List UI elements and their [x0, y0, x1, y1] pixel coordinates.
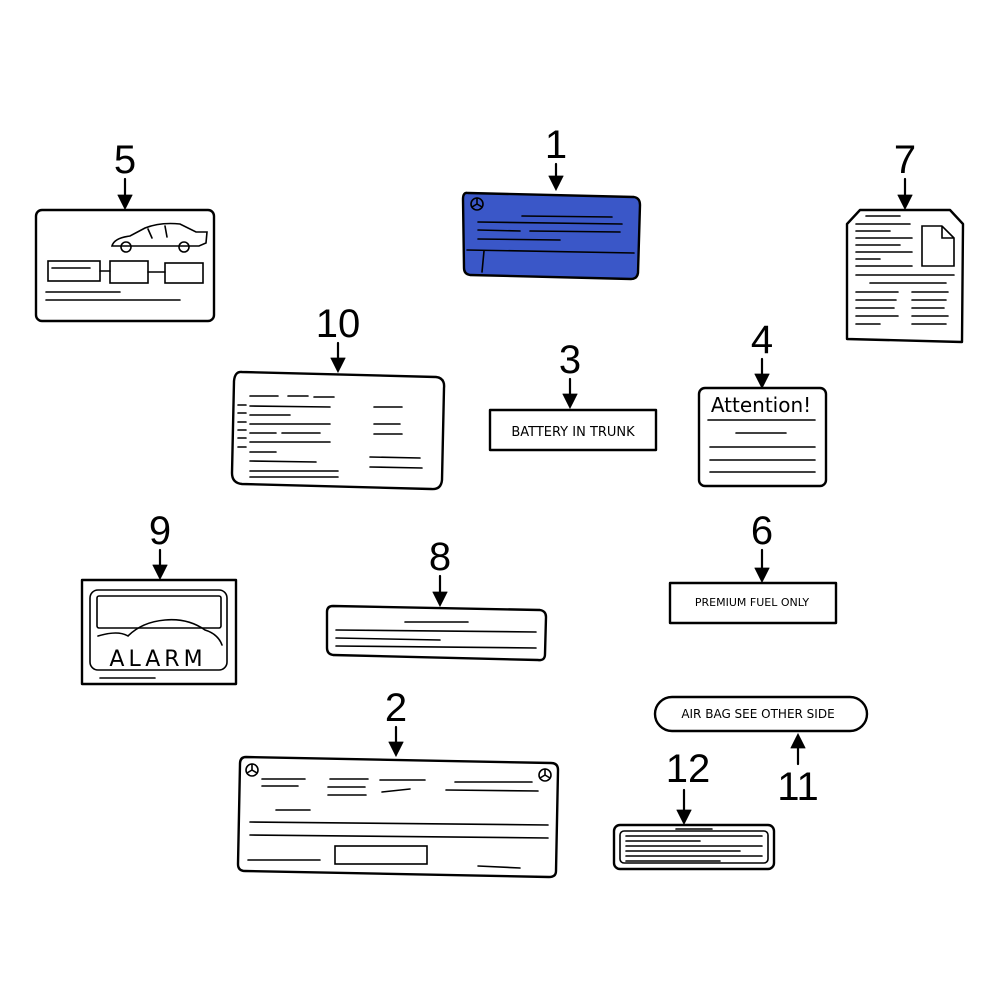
label-5-group[interactable]: 5 — [34, 138, 216, 323]
page-corner-icon — [921, 225, 955, 267]
callout-number-5: 5 — [114, 138, 136, 182]
callout-number-1: 1 — [545, 123, 567, 167]
label-2-group[interactable]: 2 — [236, 686, 560, 879]
label-1-text-lines — [466, 215, 635, 273]
airbag-text: AIR BAG SEE OTHER SIDE — [681, 707, 834, 721]
callout-number-7: 7 — [894, 138, 916, 182]
callout-number-6: 6 — [751, 509, 773, 553]
label-7-text-lines — [855, 215, 955, 325]
label-10-text-lines — [237, 395, 423, 478]
car-outline-icon — [97, 618, 223, 646]
label-6-plate[interactable] — [668, 581, 838, 625]
alarm-text: ALARM — [109, 647, 206, 672]
label-4-text-lines — [707, 419, 816, 473]
mercedes-star-icon — [245, 763, 259, 777]
callout-number-4: 4 — [751, 318, 773, 362]
callout-number-11: 11 — [777, 765, 819, 809]
label-12-text-lines — [625, 828, 763, 862]
attention-text: Attention! — [711, 393, 811, 417]
label-5-boxes — [45, 260, 204, 301]
label-10-plate[interactable] — [230, 370, 446, 491]
car-silhouette-icon — [110, 222, 208, 253]
label-4-group[interactable]: 4 Attention! — [697, 318, 828, 488]
label-5-plate[interactable] — [34, 208, 216, 323]
label-8-group[interactable]: 8 — [325, 535, 548, 662]
premium-fuel-only-text: PREMIUM FUEL ONLY — [695, 596, 810, 609]
label-3-group[interactable]: 3 BATTERY IN TRUNK — [488, 338, 658, 452]
mercedes-star-icon — [538, 768, 552, 782]
battery-in-trunk-text: BATTERY IN TRUNK — [511, 425, 635, 440]
callout-number-3: 3 — [559, 338, 581, 382]
label-2-text-lines — [247, 778, 549, 869]
label-4-plate[interactable] — [697, 386, 828, 488]
callout-number-2: 2 — [385, 686, 407, 730]
label-9-group[interactable]: 9 ALARM — [80, 509, 238, 686]
mercedes-star-icon — [470, 197, 484, 211]
callout-number-10: 10 — [316, 302, 361, 346]
label-2-plate[interactable] — [236, 755, 560, 879]
label-8-text-lines — [335, 621, 537, 649]
label-1-plate[interactable] — [461, 191, 642, 281]
label-6-group[interactable]: 6 PREMIUM FUEL ONLY — [668, 509, 838, 625]
label-11-plate[interactable] — [653, 695, 869, 733]
callout-number-12: 12 — [666, 747, 711, 791]
label-12-group[interactable]: 12 — [612, 747, 776, 871]
label-8-plate[interactable] — [325, 604, 548, 662]
label-7-plate[interactable] — [845, 208, 965, 344]
label-3-plate[interactable] — [488, 408, 658, 452]
label-1-group[interactable]: 1 — [461, 123, 642, 281]
callout-number-8: 8 — [429, 535, 451, 579]
label-10-group[interactable]: 10 — [230, 302, 446, 491]
callout-number-9: 9 — [149, 509, 171, 553]
label-7-group[interactable]: 7 — [845, 138, 965, 344]
label-11-group[interactable]: AIR BAG SEE OTHER SIDE 11 — [653, 695, 869, 809]
